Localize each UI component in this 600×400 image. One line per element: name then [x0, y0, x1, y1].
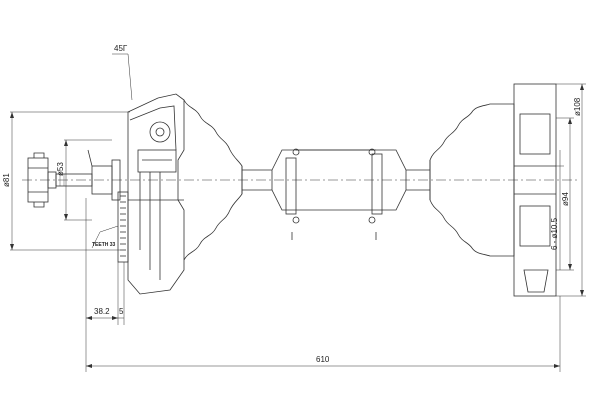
overall-length-label: 610 [316, 355, 330, 364]
vibration-damper [271, 148, 407, 240]
teeth-leader [91, 225, 119, 249]
angle-label: 45Γ [114, 44, 128, 53]
shaft-right [406, 169, 430, 191]
dimension-lines [10, 53, 586, 372]
hub-nut [27, 152, 57, 208]
diameter-53-label: ø53 [56, 162, 65, 176]
bolt-holes-label: 6 - ø10.5 [550, 217, 559, 250]
stub-axle [55, 149, 121, 201]
shaft-left [242, 169, 272, 191]
length-5-label: 5 [119, 307, 124, 316]
angle-leader [112, 53, 133, 101]
diameter-94-label: ø94 [561, 192, 570, 206]
outer-cv-joint [127, 93, 185, 295]
abs-ring [117, 191, 129, 263]
teeth-label: TEETH 33 [92, 242, 116, 248]
diameter-81-label: ø81 [2, 173, 11, 187]
inner-flange [513, 83, 557, 297]
dimension-arrows [10, 84, 584, 368]
diameter-108-label: ø108 [573, 97, 582, 116]
length-38-label: 38.2 [94, 307, 110, 316]
